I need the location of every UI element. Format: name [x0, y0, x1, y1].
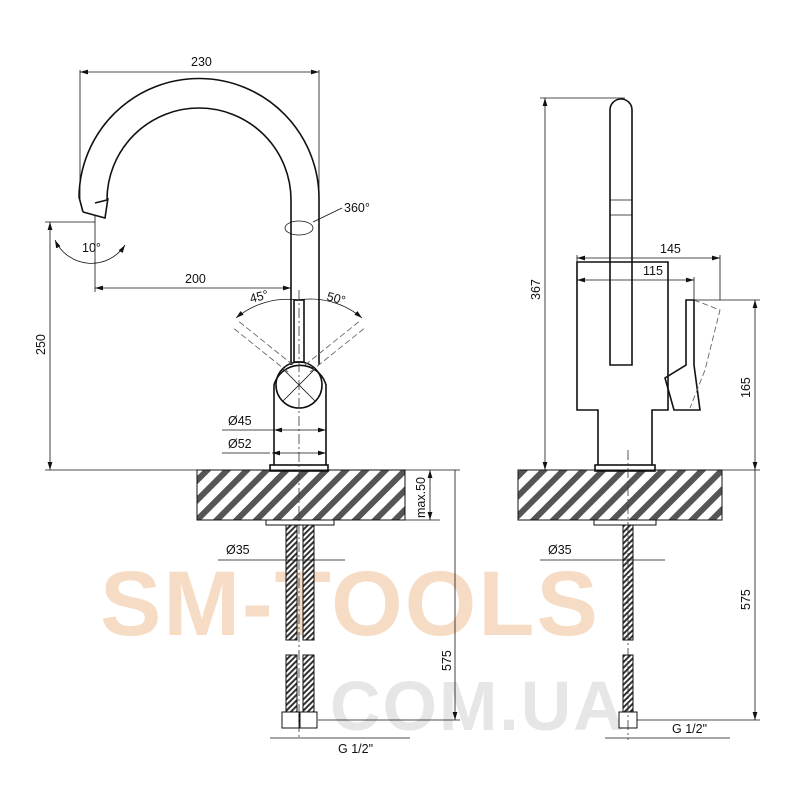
- spout: [609, 98, 633, 366]
- dim-depth-inner: 115: [643, 264, 663, 278]
- dim-max-thickness: max.50: [414, 477, 428, 518]
- dim-hose-length: 575: [739, 589, 753, 610]
- side-view: 367 145 115 165 Ø35 575 G 1/2": [517, 97, 760, 740]
- spout-tip: [82, 197, 109, 220]
- faucet-body: [576, 261, 669, 465]
- lever: [664, 299, 701, 411]
- lever-ghost-position: [689, 299, 721, 409]
- dim-rotation: 360°: [344, 201, 370, 215]
- hose-left-lower: [285, 654, 298, 713]
- dim-reach: 200: [185, 272, 206, 286]
- faucet-body: [273, 364, 327, 465]
- watermark-com-ua: COM.UA: [330, 667, 626, 745]
- dim-flange-diameter: Ø52: [228, 437, 252, 451]
- front-view: 230 360° 10° 200 45° 50° 250 Ø45 Ø52 Ø35…: [34, 55, 460, 756]
- mounting-washer: [593, 519, 657, 526]
- dim-hole-diameter: Ø35: [226, 543, 250, 557]
- spout-outer: [78, 77, 320, 365]
- dim-hole-diameter: Ø35: [548, 543, 572, 557]
- countertop-section: [196, 469, 406, 521]
- flange: [594, 464, 656, 472]
- hose-connector: [299, 711, 318, 729]
- dim-height: 250: [34, 334, 48, 355]
- dim-lever-right: 50°: [325, 289, 347, 307]
- dim-thread: G 1/2": [338, 742, 373, 756]
- countertop-section: [517, 469, 723, 521]
- dim-hose-length: 575: [440, 650, 454, 671]
- hose-right-lower: [302, 654, 315, 713]
- dim-height: 367: [529, 279, 543, 300]
- dim-body-diameter: Ø45: [228, 414, 252, 428]
- dim-spout-tilt: 10°: [82, 241, 101, 255]
- dim-width: 230: [191, 55, 212, 69]
- hose-left: [285, 519, 298, 641]
- dim-lever-left: 45°: [248, 287, 270, 305]
- rotation-marker: [284, 220, 314, 236]
- dim-depth-outer: 145: [660, 242, 681, 256]
- spout-inner: [94, 107, 292, 365]
- watermark-sm-tools: SM-TOOLS: [100, 553, 600, 655]
- dim-lever-height: 165: [739, 377, 753, 398]
- hose-connector: [281, 711, 300, 729]
- mounting-washer: [265, 519, 335, 526]
- hose-right: [302, 519, 315, 641]
- dim-thread: G 1/2": [672, 722, 707, 736]
